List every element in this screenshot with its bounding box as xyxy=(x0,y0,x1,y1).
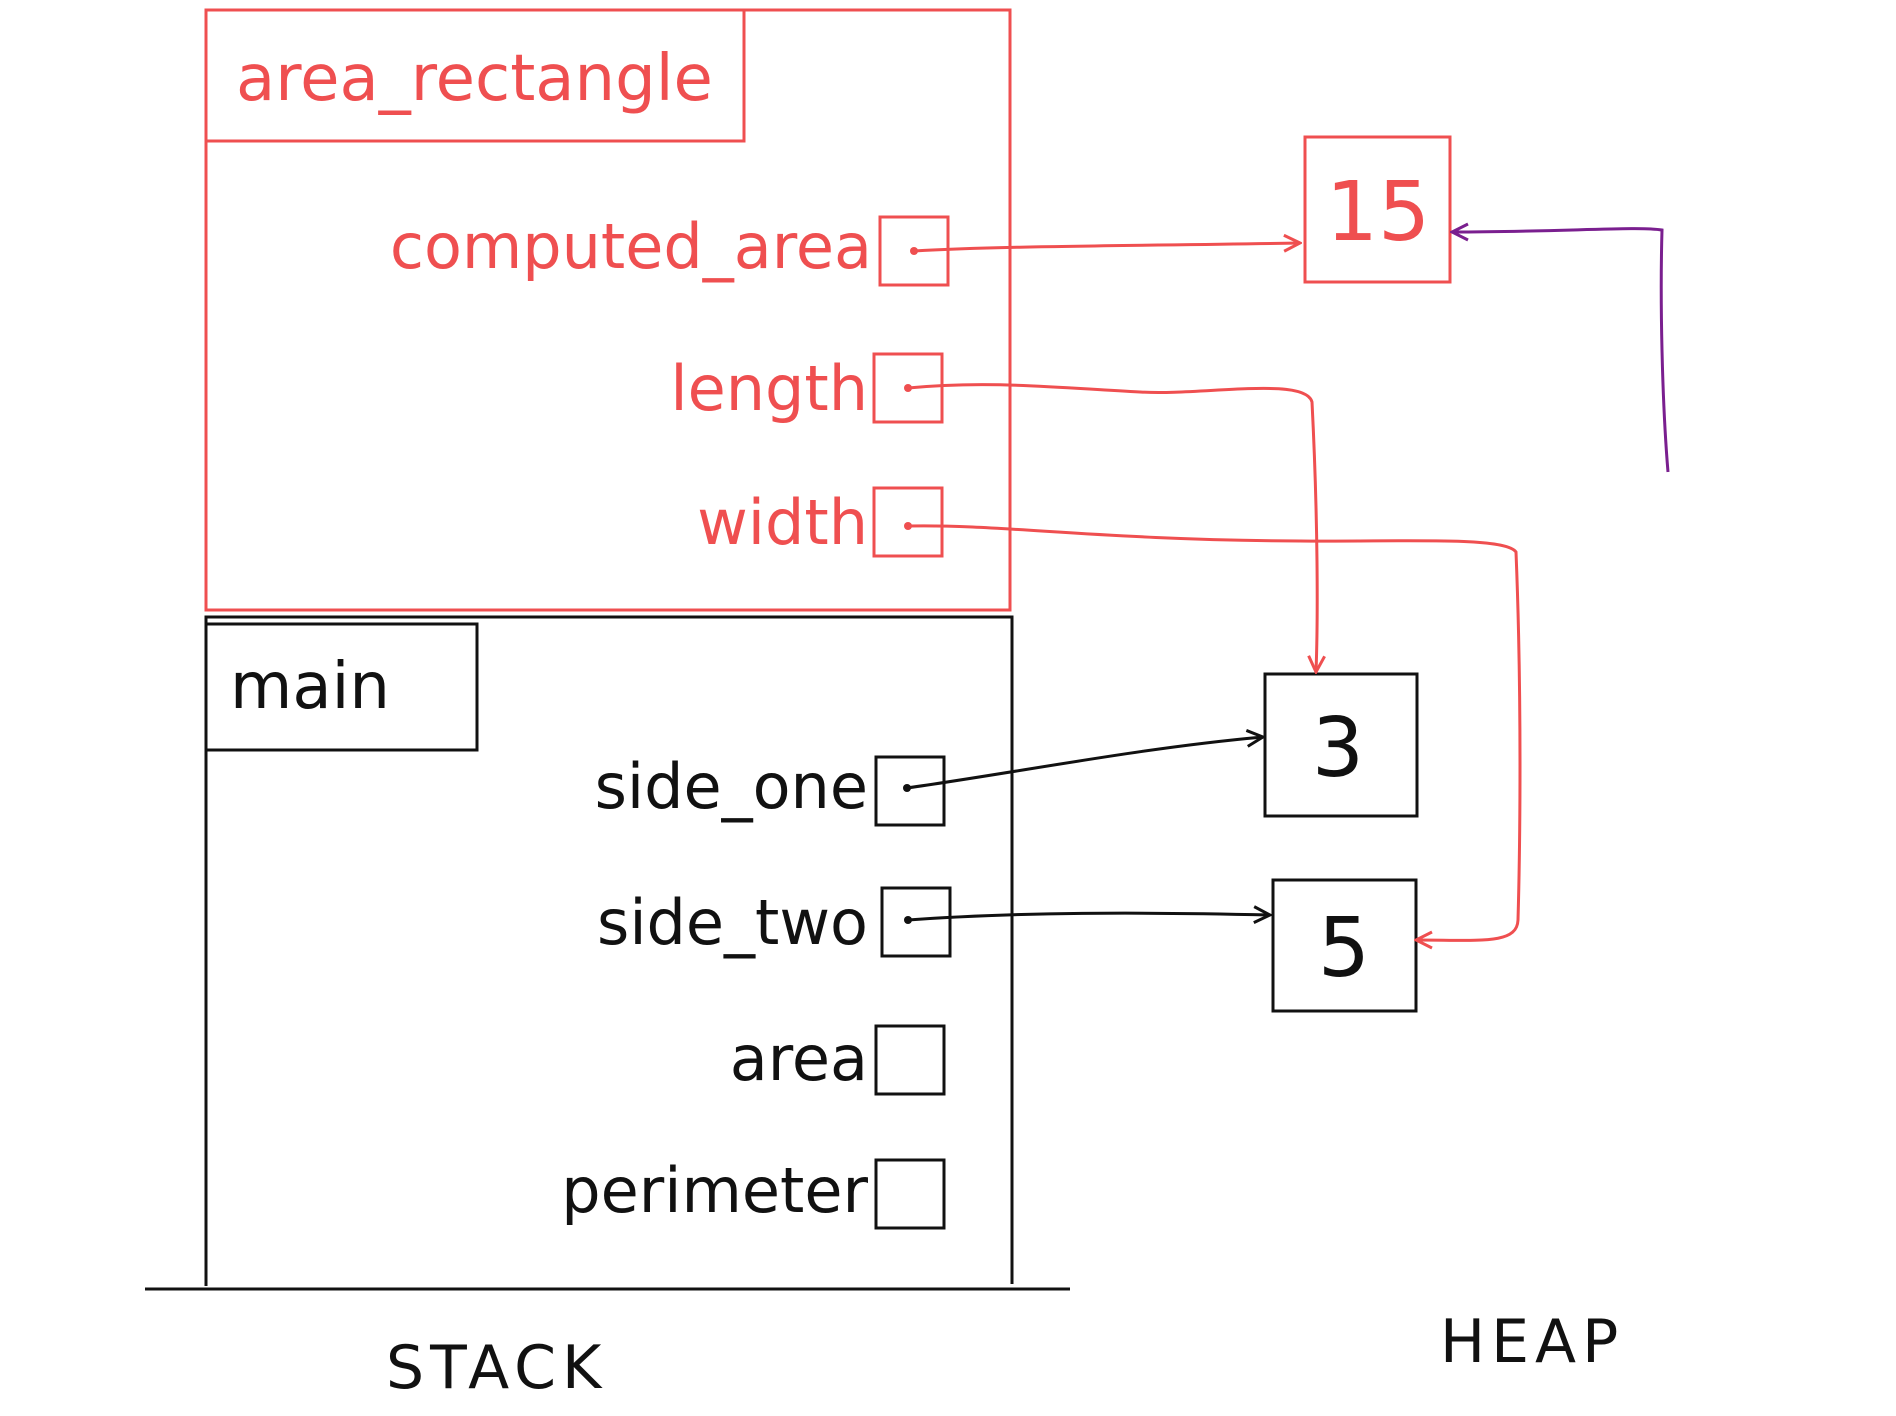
var-width-cell xyxy=(872,486,944,558)
heap-value-5: 5 xyxy=(1318,901,1370,996)
heap-value-15: 15 xyxy=(1326,165,1430,260)
var-perimeter-label: perimeter xyxy=(561,1154,868,1227)
heap-label: HEAP xyxy=(1440,1307,1624,1377)
arrow-width-to-5 xyxy=(907,524,1522,941)
var-side-one-cell xyxy=(874,755,946,827)
main-frame: main side_one side_two area perimeter xyxy=(204,615,1014,1286)
heap-object-5: 5 xyxy=(1271,878,1418,1013)
var-area-label: area xyxy=(730,1022,868,1095)
var-side-two-cell xyxy=(880,886,952,958)
var-width-label: width xyxy=(697,486,868,559)
area-rectangle-frame: area_rectangle computed_area length widt… xyxy=(204,8,1012,612)
main-title-box xyxy=(204,622,479,752)
area-rectangle-title: area_rectangle xyxy=(236,42,713,116)
heap-object-15: 15 xyxy=(1303,135,1452,284)
arrow-side-two-to-5 xyxy=(907,913,1270,920)
var-side-one-label: side_one xyxy=(595,750,868,823)
var-side-two-label: side_two xyxy=(597,886,868,959)
arrow-side-one-to-3 xyxy=(906,737,1263,790)
var-area-cell xyxy=(874,1024,946,1096)
var-length-cell xyxy=(872,352,944,424)
var-computed-area-label: computed_area xyxy=(390,210,872,283)
heap-value-3: 3 xyxy=(1312,701,1364,796)
var-computed-area-cell xyxy=(878,215,950,287)
arrow-return-to-15 xyxy=(1452,229,1670,473)
arrow-length-to-3 xyxy=(907,383,1317,672)
area-rectangle-title-box xyxy=(204,8,746,143)
var-length-label: length xyxy=(670,352,868,425)
heap-object-3: 3 xyxy=(1263,672,1419,818)
arrow-computed-area-to-15 xyxy=(913,243,1300,251)
var-perimeter-cell xyxy=(874,1158,946,1230)
stack-label: STACK xyxy=(386,1333,607,1403)
main-title: main xyxy=(230,650,390,724)
